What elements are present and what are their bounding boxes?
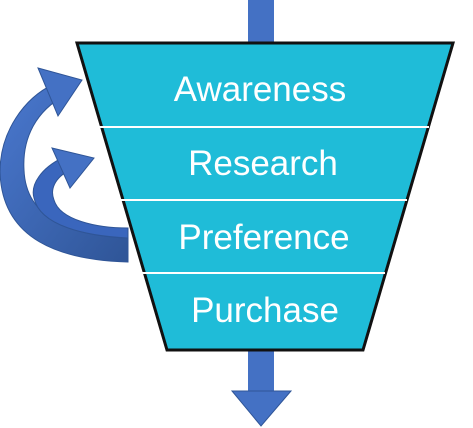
feedback-arrowhead-inner-icon (51, 147, 95, 189)
stage-label-purchase: Purchase (191, 291, 339, 330)
stage-label-research: Research (188, 144, 338, 183)
stage-label-awareness: Awareness (174, 70, 347, 109)
feedback-arrowhead-outer-icon (37, 67, 83, 118)
stage-label-preference: Preference (178, 218, 349, 257)
down-arrow-icon (230, 390, 293, 427)
